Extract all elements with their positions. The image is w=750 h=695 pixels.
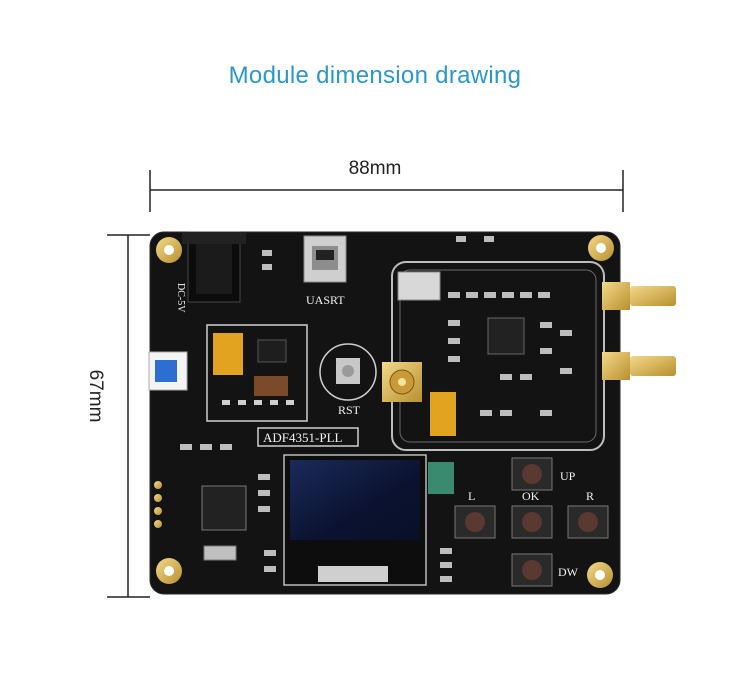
left-label: L: [468, 489, 475, 503]
nav-buttons: [454, 457, 609, 587]
oled-display: [283, 454, 454, 586]
usb-connector: [303, 235, 347, 283]
power-switch: [148, 351, 188, 391]
rst-outline: [319, 343, 377, 401]
width-dimension-line: [149, 170, 624, 212]
tantalum-capacitor-2: [430, 392, 456, 436]
crystal-oscillator: [397, 271, 441, 301]
sma-output-connectors: [602, 282, 676, 380]
dc-label: DC-5V: [175, 283, 186, 313]
mounting-holes: [156, 235, 614, 588]
tantalum-capacitor: [213, 333, 243, 375]
dc-jack: [182, 231, 246, 303]
board-name-label: ADF4351-PLL: [263, 430, 343, 445]
pll-chip: [487, 317, 525, 355]
smd-components: [180, 236, 572, 582]
up-label: UP: [560, 469, 576, 483]
uart-label: UASRT: [306, 293, 345, 307]
rst-label: RST: [338, 403, 361, 417]
right-label: R: [586, 489, 594, 503]
width-dimension-label: 88mm: [348, 158, 402, 179]
sma-ref-connector: [382, 362, 422, 402]
height-dimension-line: [107, 234, 150, 598]
regulator-section-outline: [206, 324, 308, 422]
mcu-chip: [201, 485, 247, 531]
pin-header: [154, 481, 162, 528]
ok-label: OK: [522, 489, 540, 503]
down-label: DW: [558, 565, 579, 579]
page-title: Module dimension drawing: [228, 62, 522, 89]
